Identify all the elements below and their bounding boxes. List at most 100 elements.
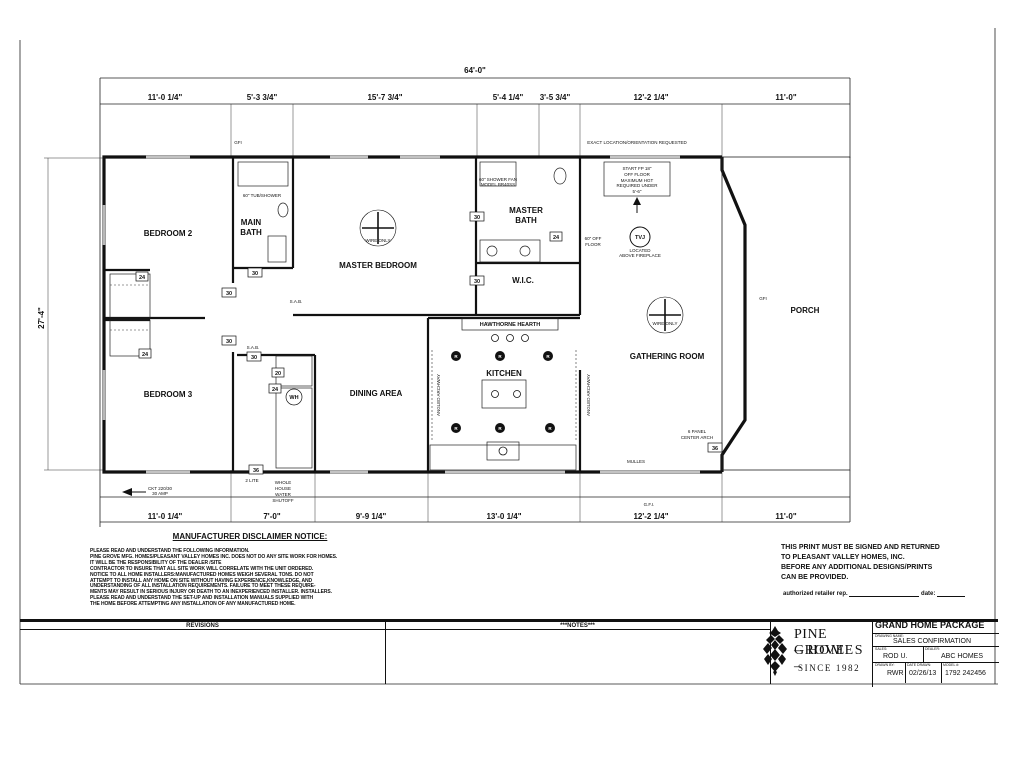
- room-label-dining: DINING AREA: [350, 389, 403, 398]
- note-text: EXACT LOCATION/ORIENTATION REQUESTED: [587, 140, 687, 145]
- room-label-main-bath: BATH: [240, 228, 262, 237]
- manufacturer-disclaimer: MANUFACTURER DISCLAIMER NOTICE: PLEASE R…: [90, 532, 420, 608]
- recessed-light-label: R: [546, 354, 550, 359]
- revisions-box: REVISIONS: [20, 622, 386, 684]
- dim-bottom-label: 11'-0 1/4": [148, 512, 183, 521]
- recessed-light-icons: [451, 351, 555, 433]
- door-size-label: 24: [272, 387, 279, 393]
- drawn-divider: [905, 663, 906, 683]
- tv-symbol: TVJ: [635, 235, 645, 241]
- brand-logo: PINE GROVE – HOMES – SINCE 1982: [748, 619, 872, 687]
- dim-top-label: 5'-3 3/4": [247, 93, 278, 102]
- dim-top-label: 5'-4 1/4": [493, 93, 524, 102]
- note-shower-fan: MODEL BR40SS: [481, 182, 515, 187]
- note-whole-house: WHOLE: [275, 480, 292, 485]
- drawing-name-caption: DRAWING NAME:: [875, 634, 904, 638]
- retailer-label: authorized retailer rep.: [783, 591, 848, 597]
- sales-divider: [923, 647, 924, 663]
- room-label-bedroom2: BEDROOM 2: [144, 229, 193, 238]
- fixtures: [109, 161, 671, 471]
- room-label-gathering: GATHERING ROOM: [630, 352, 705, 361]
- return-notice: THIS PRINT MUST BE SIGNED AND RETURNED T…: [781, 544, 940, 581]
- room-label-master-bath: MASTER: [509, 206, 543, 215]
- note-start-fp: OFF FLOOR: [624, 172, 651, 177]
- drawn-caption: DRAWN BY:: [875, 663, 895, 667]
- room-label-bedroom3: BEDROOM 3: [144, 390, 193, 399]
- note-gfi: GFI: [234, 140, 242, 145]
- room-label-wic: W.I.C.: [512, 276, 534, 285]
- dim-top-label: 15'-7 3/4": [367, 93, 402, 102]
- fan-label: WIRE ONLY: [366, 238, 391, 243]
- dim-top-label: 11'-0": [775, 93, 796, 102]
- dim-top-label: 3'-5 3/4": [540, 93, 571, 102]
- light-icon: [495, 423, 505, 433]
- door-size-label: 30: [474, 215, 480, 221]
- dim-top-labels: 11'-0 1/4" 5'-3 3/4" 15'-7 3/4" 5'-4 1/4…: [148, 93, 797, 102]
- signature-line: authorized retailer rep. date:: [783, 591, 988, 597]
- door-size-label: 36: [253, 468, 259, 474]
- door-size-label: 24: [553, 235, 560, 241]
- door-size-label: 36: [712, 446, 718, 452]
- recessed-light-label: R: [498, 426, 502, 431]
- door-size-label: 30: [226, 339, 232, 345]
- dim-bottom-labels: 11'-0 1/4" 7'-0" 9'-9 1/4" 13'-0 1/4" 12…: [148, 512, 797, 521]
- model-caption: MODEL #:: [943, 663, 960, 667]
- note-whole-house: HOUSE: [275, 486, 291, 491]
- light-icon: [543, 351, 553, 361]
- date-value: 02/26/13: [909, 670, 937, 677]
- dim-bottom-label: 9'-9 1/4": [356, 512, 387, 521]
- brand-name: PINE GROVE: [794, 627, 845, 658]
- dealer-value: ABC HOMES: [941, 653, 984, 660]
- room-label-master-bedroom: MASTER BEDROOM: [339, 261, 417, 270]
- dim-bottom-label: 13'-0 1/4": [486, 512, 521, 521]
- room-label-main-bath: MAIN: [241, 218, 262, 227]
- door-size-label: 20: [275, 371, 281, 377]
- sales-caption: SALES:: [875, 647, 888, 651]
- room-label-porch: PORCH: [791, 306, 820, 315]
- disclaimer-body: PLEASE READ AND UNDERSTAND THE FOLLOWING…: [90, 548, 338, 608]
- note-ckt: CKT 220/30: [148, 486, 172, 491]
- dealer-caption: DEALER:: [925, 647, 940, 651]
- tv-icon: [629, 226, 651, 248]
- note-two-lite: 2 LITE: [245, 478, 258, 483]
- note-gfi: GFI: [759, 296, 767, 301]
- note-six-panel: CENTER ARCH: [681, 435, 713, 440]
- fan-icon: [646, 296, 684, 334]
- room-label-kitchen: KITCHEN: [486, 369, 522, 378]
- model-value: 1792 242456: [945, 670, 986, 677]
- dim-top-label: 12'-2 1/4": [633, 93, 668, 102]
- recessed-light-label: R: [454, 354, 458, 359]
- note-hawthorne: HAWTHORNE HEARTH: [480, 322, 541, 328]
- dim-bottom-label: 7'-0": [263, 512, 280, 521]
- note-whole-house: SHUTOFF: [272, 498, 293, 503]
- tv-note: LOCATED: [630, 248, 652, 253]
- drawn-value: RWR: [887, 670, 904, 677]
- note-shower-fan: 60" SHOWER FAN: [479, 177, 517, 182]
- sales-value: ROD U.: [883, 653, 908, 660]
- note-wh: WH: [289, 395, 298, 401]
- note-mulles: MULLES: [627, 459, 645, 464]
- door-size-label: 30: [226, 291, 232, 297]
- note-floor: FLOOR: [585, 242, 601, 247]
- dimension-frame: [44, 77, 851, 527]
- disclaimer-heading: MANUFACTURER DISCLAIMER NOTICE:: [172, 532, 328, 541]
- note-angled-archway: ANGLED ARCHWAY: [586, 374, 591, 416]
- sales-row: SALES: ROD U. DEALER: ABC HOMES: [873, 646, 999, 663]
- note-exact-location: EXACT LOCATION/ORIENTATION REQUESTED: [587, 140, 687, 145]
- door-size-label: 30: [474, 279, 480, 285]
- drawing-name-row: DRAWING NAME: SALES CONFIRMATION: [873, 633, 999, 647]
- brand-homes: – HOMES –: [794, 643, 865, 674]
- note-sab: S.A.B.: [290, 299, 303, 304]
- recessed-light-label: R: [498, 354, 502, 359]
- note-amp: 30 AMP: [152, 491, 168, 496]
- drawing-info: GRAND HOME PACKAGE DRAWING NAME: SALES C…: [872, 619, 999, 687]
- note-angled-archway: ANGLED ARCHWAY: [436, 374, 441, 416]
- tv-note: ABOVE FIREPLACE: [619, 253, 661, 258]
- dim-bottom-label: 12'-2 1/4": [633, 512, 668, 521]
- note-tub: 60" TUB/SHOWER: [243, 193, 282, 198]
- interior-walls: [104, 157, 582, 472]
- light-icon: [451, 351, 461, 361]
- recessed-light-label: R: [548, 426, 552, 431]
- dim-overall-depth: 27'-4": [37, 307, 46, 329]
